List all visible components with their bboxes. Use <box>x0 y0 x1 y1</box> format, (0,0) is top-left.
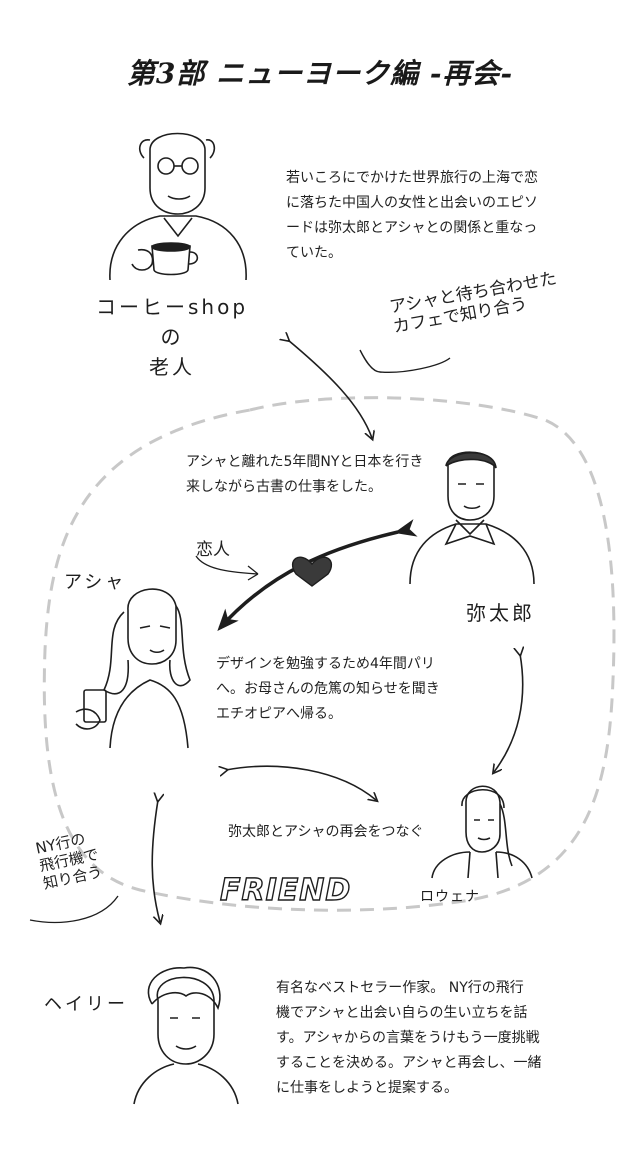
asha-paris-relation: デザインを勉強するため4年間パリ へ。お母さんの危篤の知らせを聞き エチオピアへ… <box>216 652 440 727</box>
asha-label: アシャ <box>64 568 126 598</box>
rowena-label: ロウェナ <box>420 882 480 912</box>
asha-hayley-arrow <box>152 800 160 922</box>
hayley-description: 有名なベストセラー作家。 NY行の飛行 機でアシャと出会い自らの生い立ちを話 す… <box>276 976 541 1101</box>
yataro-illustration <box>410 452 534 584</box>
flight-swoop <box>30 896 118 922</box>
rowena-link-relation: 弥太郎とアシャの再会をつなぐ <box>228 820 423 845</box>
asha-rowena-arrow <box>226 766 376 800</box>
old-man-label: コーヒーshopの 老人 <box>92 292 252 382</box>
friend-lettering: FRIEND <box>220 873 351 908</box>
old-man-arrow <box>288 340 372 438</box>
cafe-swoop <box>360 350 450 372</box>
hayley-illustration <box>134 967 238 1104</box>
lovers-note: 恋人 <box>196 540 230 560</box>
yataro-rowena-arrow <box>494 654 523 772</box>
asha-illustration <box>76 589 190 748</box>
yataro-asha-relation: アシャと離れた5年間NYと日本を行き 来しながら古書の仕事をした。 <box>186 450 423 500</box>
yataro-label: 弥太郎 <box>466 598 535 628</box>
old-man-illustration <box>110 134 246 281</box>
rowena-illustration <box>432 786 532 878</box>
hayley-label: ヘイリー <box>44 990 128 1020</box>
old-man-description: 若いころにでかけた世界旅行の上海で恋 に落ちた中国人の女性と出会いのエピソ ード… <box>286 166 538 266</box>
